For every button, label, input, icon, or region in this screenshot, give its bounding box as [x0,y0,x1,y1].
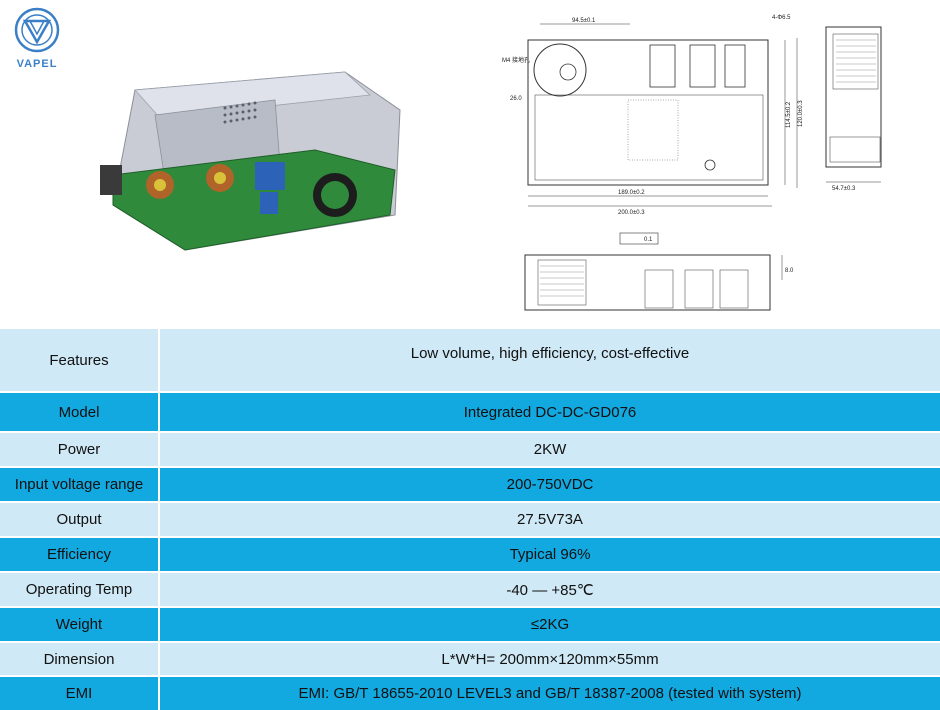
dim-label: 8.0 [785,268,794,274]
dim-label: 120.0±0.3 [798,100,804,127]
table-row: Features Low volume, high efficiency, co… [0,327,940,392]
table-row: Output 27.5V73A [0,501,940,537]
dimension-drawing-side: 54.7±0.3 [825,26,882,192]
table-row: Weight ≤2KG [0,606,940,642]
spec-value: Integrated DC-DC-GD076 [159,391,940,432]
table-row: Power 2KW [0,431,940,467]
dim-label: 189.0±0.2 [618,190,645,196]
dim-label: 114.5±0.2 [786,101,792,128]
table-row: Input voltage range 200-750VDC [0,466,940,502]
spec-label: Features [0,327,160,392]
product-photo [95,70,405,255]
spec-value: Typical 96% [159,536,940,572]
table-row: Model Integrated DC-DC-GD076 [0,391,940,432]
dimension-drawing-top: 94.5±0.1 4-Φ6.5 M4 接地孔 26.0 114.5±0.2 12… [502,15,804,216]
table-row: EMI EMI: GB/T 18655-2010 LEVEL3 and GB/T… [0,675,940,710]
spec-label: Output [0,501,160,537]
logo-mark-icon [14,7,60,53]
table-row: Dimension L*W*H= 200mm×120mm×55mm [0,641,940,676]
dim-label: 26.0 [510,96,522,102]
spec-label: Operating Temp [0,571,160,607]
spec-value: 27.5V73A [159,501,940,537]
dim-label: 0.1 [644,237,653,243]
spec-value: 200-750VDC [159,466,940,502]
dim-label: 54.7±0.3 [832,186,856,192]
table-row: Efficiency Typical 96% [0,536,940,572]
spec-value: ≤2KG [159,606,940,642]
spec-value: L*W*H= 200mm×120mm×55mm [159,641,940,676]
spec-value: EMI: GB/T 18655-2010 LEVEL3 and GB/T 183… [159,675,940,710]
dim-label: 94.5±0.1 [572,18,596,24]
table-row: Operating Temp -40 — +85℃ [0,571,940,607]
spec-label: Efficiency [0,536,160,572]
vapel-logo: VAPEL [6,6,68,72]
spec-label: Model [0,391,160,432]
spec-label: Dimension [0,641,160,676]
spec-value: 2KW [159,431,940,467]
spec-value: Low volume, high efficiency, cost-effect… [159,327,940,392]
spec-label: EMI [0,675,160,710]
dimension-drawing-front: 0.1 8.0 [524,232,794,311]
dim-label: M4 接地孔 [502,56,530,64]
spec-label: Power [0,431,160,467]
dim-label: 4-Φ6.5 [772,15,791,21]
spec-table: Features Low volume, high efficiency, co… [0,327,940,710]
spec-label: Input voltage range [0,466,160,502]
product-header: VAPEL [0,0,940,327]
dim-label: 200.0±0.3 [618,210,645,216]
spec-label: Weight [0,606,160,642]
logo-text: VAPEL [16,58,58,70]
spec-value: -40 — +85℃ [159,571,940,607]
